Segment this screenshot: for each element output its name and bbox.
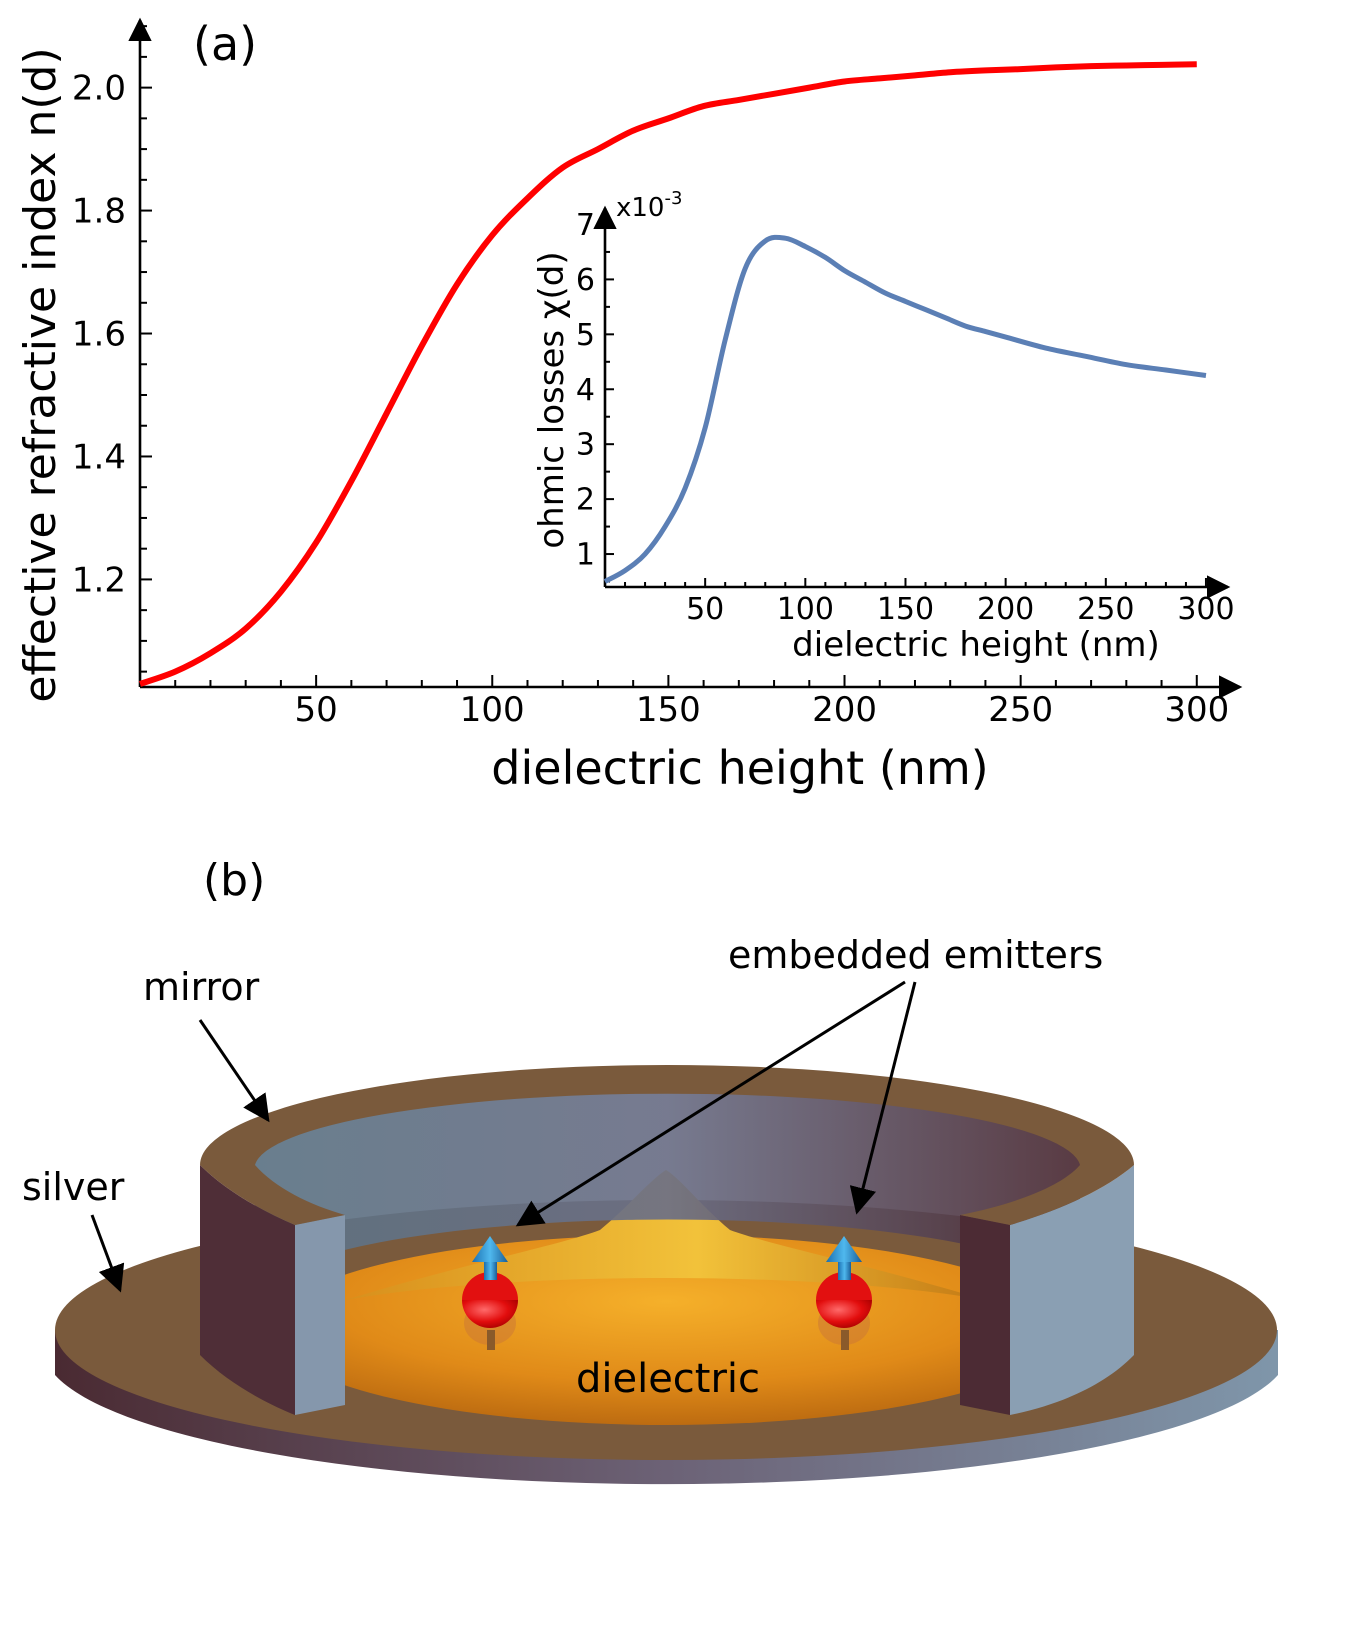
inset-x-axis-label: dielectric height (nm) [792, 625, 1160, 665]
y-tick-label: 2.0 [72, 69, 126, 109]
inset-y-axis-label: ohmic losses χ(d) [532, 251, 572, 548]
x-tick-label: 100 [460, 690, 525, 730]
x-tick-label: 50 [686, 592, 724, 627]
emitter-left [462, 1236, 518, 1350]
x-tick-label: 50 [294, 690, 337, 730]
emitter-pointer-arrow-right [849, 981, 917, 1215]
x-tick-label: 200 [977, 592, 1034, 627]
emitter-pointer-arrow-left [515, 980, 906, 1227]
silver-pointer-arrow [90, 1214, 125, 1293]
refractive-index-curve [139, 61, 1197, 687]
y-tick-label: 1.2 [72, 560, 126, 600]
dielectric-label: dielectric [576, 1356, 760, 1402]
x-tick-label: 300 [1177, 592, 1234, 627]
ohmic-losses-curve [603, 234, 1207, 584]
main-y-axis-label: effective refractive index n(d) [15, 47, 66, 702]
main-x-axis-label: dielectric height (nm) [491, 741, 988, 795]
y-tick-label: 1.6 [72, 314, 126, 354]
x-tick-label: 150 [636, 690, 701, 730]
x-tick-label: 250 [988, 690, 1053, 730]
y-tick-label: 7 [576, 208, 595, 243]
mirror-pointer-arrow [198, 1019, 270, 1123]
y-tick-label: 1.8 [72, 191, 126, 231]
mirror-label: mirror [143, 965, 260, 1009]
panel-b: (b) [22, 855, 1278, 1485]
y-tick-label: 6 [576, 263, 595, 298]
y-tick-label: 3 [576, 428, 595, 463]
silver-label: silver [22, 1165, 125, 1209]
y-tick-label: 4 [576, 373, 595, 408]
x-tick-label: 200 [812, 690, 877, 730]
y-tick-label: 1.4 [72, 437, 126, 477]
panel-a-label: (a) [193, 17, 257, 71]
inset-multiplier: x10-3 [616, 188, 682, 223]
x-tick-label: 100 [777, 592, 834, 627]
mirror-ring [200, 1065, 1134, 1415]
embedded-emitters-label: embedded emitters [728, 933, 1103, 977]
inset-ticks: 50 100 150 200 250 300 1 2 3 4 5 6 7 [576, 208, 1235, 627]
x-tick-label: 250 [1077, 592, 1134, 627]
y-tick-label: 1 [576, 538, 595, 573]
y-tick-label: 5 [576, 318, 595, 353]
x-tick-label: 150 [877, 592, 934, 627]
y-tick-label: 2 [576, 483, 595, 518]
panel-b-label: (b) [203, 855, 265, 906]
emitter-right [816, 1236, 872, 1350]
x-tick-label: 300 [1164, 690, 1229, 730]
